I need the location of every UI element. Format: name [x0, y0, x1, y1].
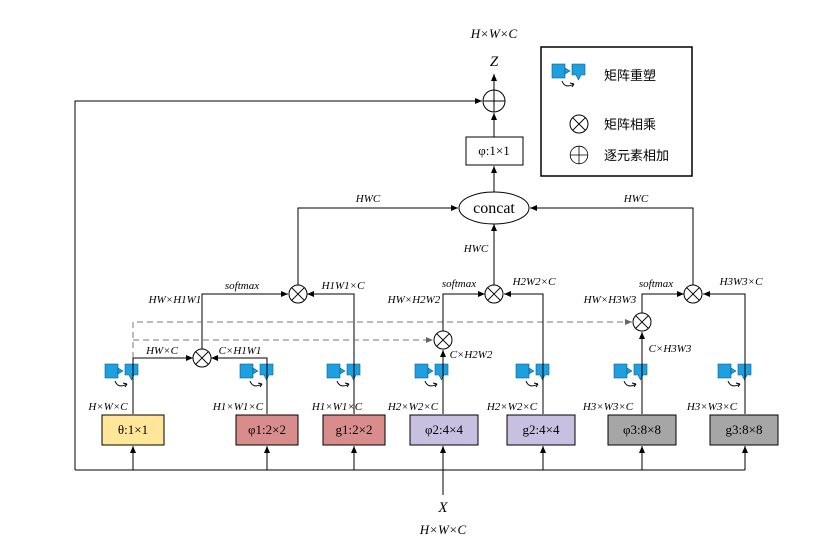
svg-text:H2×W2×C: H2×W2×C [486, 401, 538, 413]
branch-2: C×H2W2 HW×H2W2 softmax H2W2×C HWC [387, 224, 556, 414]
svg-text:φ2:4×4: φ2:4×4 [425, 422, 463, 437]
svg-text:softmax: softmax [225, 280, 259, 292]
conv-boxes: θ:1×1 φ1:2×2 g1:2×2 φ2:4×4 g2:4×4 φ3:8×8 [101, 414, 779, 470]
input-section: X H×W×C [74, 98, 745, 537]
output-dims: H×W×C [470, 26, 518, 41]
legend-matmul-icon [569, 114, 589, 134]
svg-text:H1×W1×C: H1×W1×C [311, 401, 363, 413]
box-phi2: φ2:4×4 [409, 414, 479, 470]
svg-text:HWC: HWC [463, 243, 489, 255]
svg-text:H×W×C: H×W×C [87, 401, 128, 413]
svg-text:C×H1W1: C×H1W1 [219, 345, 262, 357]
box-dims: H×W×C H1×W1×C H1×W1×C H2×W2×C H2×W2×C H3… [87, 401, 737, 413]
svg-text:φ1:2×2: φ1:2×2 [248, 422, 286, 437]
svg-text:HWC: HWC [623, 193, 649, 205]
add-node [482, 89, 506, 113]
svg-text:φ3:8×8: φ3:8×8 [623, 422, 661, 437]
svg-text:θ:1×1: θ:1×1 [118, 422, 148, 437]
output-symbol: Z [490, 54, 499, 70]
dashed-links [132, 319, 632, 358]
svg-text:H2×W2×C: H2×W2×C [387, 401, 439, 413]
phi-box-label: φ:1×1 [478, 143, 509, 158]
concat-label: concat [473, 200, 515, 217]
svg-text:softmax: softmax [639, 278, 673, 290]
phi-box [465, 136, 524, 166]
svg-text:HW×H3W3: HW×H3W3 [583, 294, 637, 306]
legend-matmul-label: 矩阵相乘 [604, 118, 656, 133]
svg-text:H3×W3×C: H3×W3×C [686, 401, 738, 413]
svg-text:H2W2×C: H2W2×C [512, 276, 557, 288]
residual-path [74, 98, 482, 470]
legend-add-label: 逐元素相加 [604, 149, 669, 164]
legend: 矩阵重塑 矩阵相乘 逐元素相加 [540, 46, 693, 177]
matmul-3a [632, 312, 652, 332]
matmul-2a [433, 330, 453, 350]
svg-text:H3×W3×C: H3×W3×C [582, 401, 634, 413]
matmul-1a [192, 348, 212, 368]
svg-text:C×H2W2: C×H2W2 [450, 349, 493, 361]
svg-text:g3:8×8: g3:8×8 [726, 422, 763, 437]
svg-text:C×H3W3: C×H3W3 [649, 343, 692, 355]
input-symbol: X [437, 500, 448, 516]
svg-text:g1:2×2: g1:2×2 [336, 422, 373, 437]
matmul-3b [683, 284, 703, 304]
box-phi3: φ3:8×8 [607, 414, 677, 470]
head-section: concat φ:1×1 Z H×W×C [458, 26, 530, 225]
svg-text:HW×H2W2: HW×H2W2 [387, 294, 441, 306]
svg-text:H1W1×C: H1W1×C [321, 280, 366, 292]
svg-text:HW×C: HW×C [145, 345, 179, 357]
box-g3: g3:8×8 [709, 414, 779, 470]
box-g2: g2:4×4 [506, 414, 576, 470]
svg-text:softmax: softmax [442, 278, 476, 290]
legend-add-icon [569, 145, 589, 165]
matmul-2b [484, 284, 504, 304]
branch-1: HW×C C×H1W1 HW×H1W1 softmax H1W1×C HWC [132, 193, 458, 414]
svg-text:H3W3×C: H3W3×C [719, 276, 764, 288]
svg-text:g2:4×4: g2:4×4 [523, 422, 560, 437]
svg-text:H1×W1×C: H1×W1×C [212, 401, 264, 413]
branch-3: C×H3W3 HW×H3W3 softmax H3W3×C HWC [530, 193, 763, 414]
box-phi1: φ1:2×2 [235, 414, 299, 470]
svg-text:HWC: HWC [355, 193, 381, 205]
box-theta: θ:1×1 [101, 414, 165, 470]
legend-reshape-label: 矩阵重塑 [604, 68, 656, 84]
svg-text:HW×H1W1: HW×H1W1 [148, 294, 202, 306]
box-g1: g1:2×2 [322, 414, 386, 470]
matmul-1b [288, 284, 308, 304]
input-dims: H×W×C [419, 522, 467, 537]
